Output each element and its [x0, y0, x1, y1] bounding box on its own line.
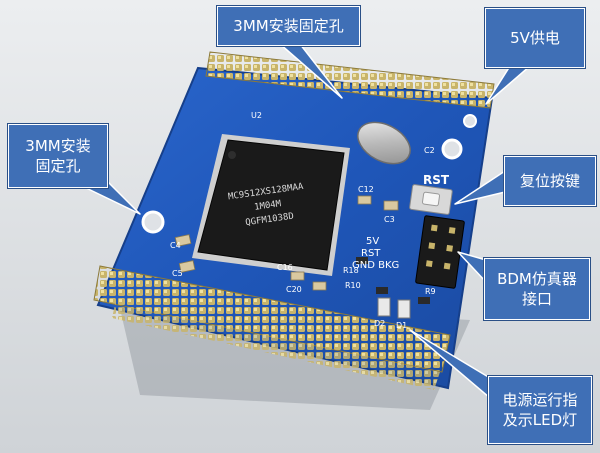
silk-r9: R9: [425, 287, 436, 296]
silk-d2: D2: [374, 319, 385, 328]
crystal-oscillator: [357, 121, 411, 165]
silk-d1: D1: [396, 321, 407, 330]
capacitor-c4: [174, 234, 192, 247]
mount-hole-corner: [463, 114, 477, 128]
capacitor-c16: [290, 271, 305, 281]
silk-5v: 5V: [366, 236, 379, 247]
silk-u2: U2: [251, 111, 262, 120]
callout-led: 电源运行指 及示LED灯: [488, 376, 592, 444]
silk-c12: C12: [358, 185, 374, 194]
mount-hole-top: [441, 138, 463, 160]
capacitor-c20: [312, 281, 327, 291]
callout-mount-top: 3MM安装固定孔: [217, 6, 360, 46]
resistor-r9: [418, 297, 430, 304]
callout-bdm: BDM仿真器 接口: [484, 258, 590, 320]
led-d1: [397, 299, 411, 319]
silk-c2: C2: [424, 146, 435, 155]
top-pin-header: [205, 51, 495, 109]
silk-rst-small: RST: [361, 248, 381, 259]
silk-r18: R18: [343, 266, 359, 275]
mcu-chip: [197, 139, 345, 271]
capacitor-c5: [178, 260, 196, 273]
led-d2: [377, 297, 391, 317]
silk-gnd-bkg: GND BKG: [352, 260, 399, 271]
callout-power: 5V供电: [485, 8, 585, 68]
silk-c5: C5: [172, 269, 183, 278]
mount-hole-left: [141, 210, 165, 234]
silk-c20: C20: [286, 285, 302, 294]
silk-rst: RST: [423, 173, 450, 187]
capacitor-c12: [357, 195, 372, 205]
silk-c4: C4: [170, 241, 181, 250]
resistor-r18: [356, 257, 368, 264]
silk-c3: C3: [384, 215, 395, 224]
callout-reset: 复位按键: [504, 156, 596, 206]
silk-r10: R10: [345, 281, 361, 290]
bottom-pin-header-row2: [112, 300, 440, 390]
capacitor-c3: [383, 200, 399, 211]
silk-c16: C16: [277, 263, 293, 272]
callout-mount-left: 3MM安装 固定孔: [8, 124, 108, 188]
bottom-pin-header: [93, 265, 451, 373]
chip-text-line2: 1M04M: [254, 199, 283, 213]
bdm-header-pins: [425, 224, 456, 270]
reset-button-cap: [422, 191, 440, 207]
resistor-r10: [376, 287, 388, 294]
chip-pin1-dot: [228, 151, 236, 159]
